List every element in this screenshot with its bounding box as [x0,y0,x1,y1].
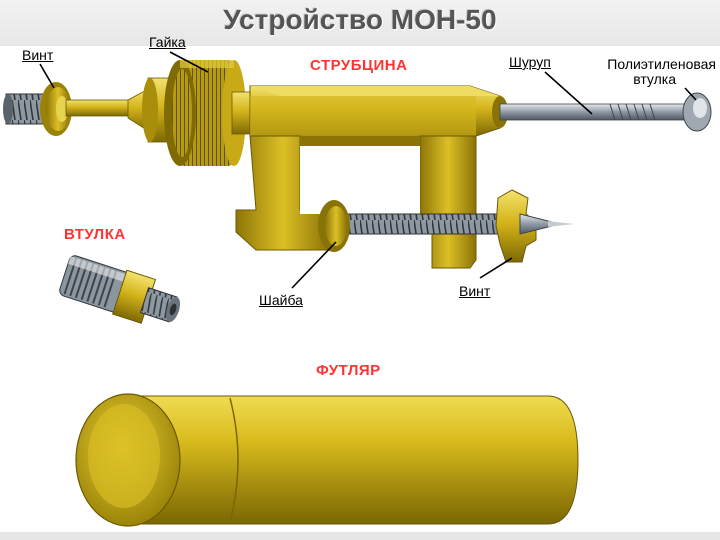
title-bar [0,0,720,46]
pointed-tip [519,213,561,235]
wood-screw-shaft [499,103,687,121]
label-polyethylene-sleeve-line2: втулка [633,71,676,87]
wing-screw [495,189,537,263]
label-washer: Шайба [259,292,303,308]
leader-lines [39,51,697,289]
label-screw-bottom: Винт [459,283,491,299]
bottom-bar [0,532,720,540]
sleeve-part [59,255,181,324]
label-wood-screw: Шуруп [509,54,551,70]
section-clamp: СТРУБЦИНА [310,57,408,74]
label-nut: Гайка [149,34,186,50]
clamp-assembly [3,60,712,269]
label-screw-left: Винт [22,47,54,63]
page-title: Устройство МОН-50 [223,4,497,35]
case-body [117,395,579,525]
label-polyethylene-sleeve-line1: Полиэтиленовая [607,56,716,72]
section-sleeve: ВТУЛКА [64,226,126,243]
case-part [75,393,579,527]
clamp-right-leg [419,135,477,269]
label-polyethylene-sleeve: Полиэтиленовая втулка [590,57,716,87]
section-case: ФУТЛЯР [316,362,381,379]
clamp-lower-screw [329,213,511,235]
